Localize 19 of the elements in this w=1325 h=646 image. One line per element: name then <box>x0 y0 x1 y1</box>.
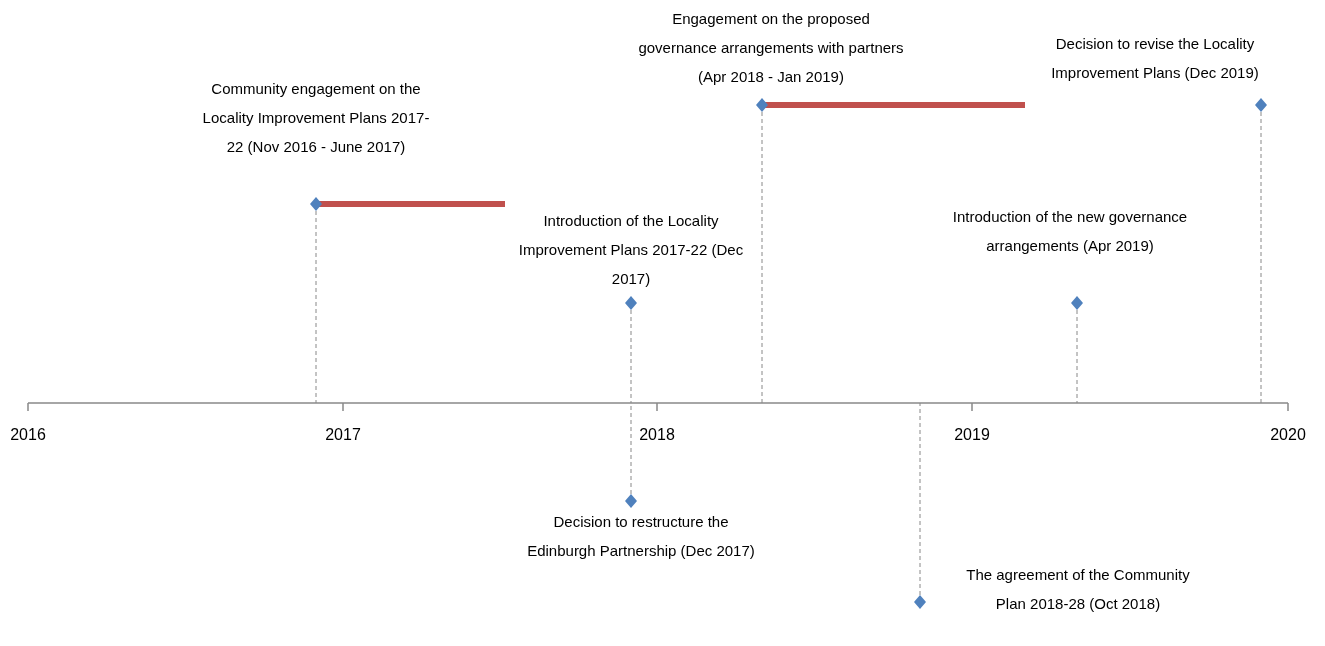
event-label: Decision to revise the Locality Improvement Plans (Dec 2019) <box>1050 34 1260 83</box>
drop-line <box>1260 111 1262 404</box>
drop-line <box>315 210 317 404</box>
event-label: Introduction of the Locality Improvement Plans 2017-22 (Dec 2017) <box>517 211 745 289</box>
event-label: Decision to restructure the Edinburgh Partnership (Dec 2017) <box>526 512 756 561</box>
drop-line <box>1076 309 1078 404</box>
event-label: Engagement on the proposed governance arrangements with partners (Apr 2018 - Jan 2019) <box>637 9 905 87</box>
year-label: 2016 <box>9 426 47 444</box>
event-label: Introduction of the new governance arrangements (Apr 2019) <box>951 207 1189 256</box>
drop-line <box>630 309 632 404</box>
year-label: 2018 <box>638 426 676 444</box>
drop-line <box>919 402 921 596</box>
year-label: 2020 <box>1269 426 1307 444</box>
event-label: Community engagement on the Locality Improvement Plans 2017-22 (Nov 2016 - June 2017) <box>201 79 431 157</box>
year-label: 2019 <box>953 426 991 444</box>
timeline-axis <box>27 402 1289 412</box>
drop-line <box>761 111 763 404</box>
event-label: The agreement of the Community Plan 2018-28 (Oct 2018) <box>965 565 1191 614</box>
year-label: 2017 <box>324 426 362 444</box>
